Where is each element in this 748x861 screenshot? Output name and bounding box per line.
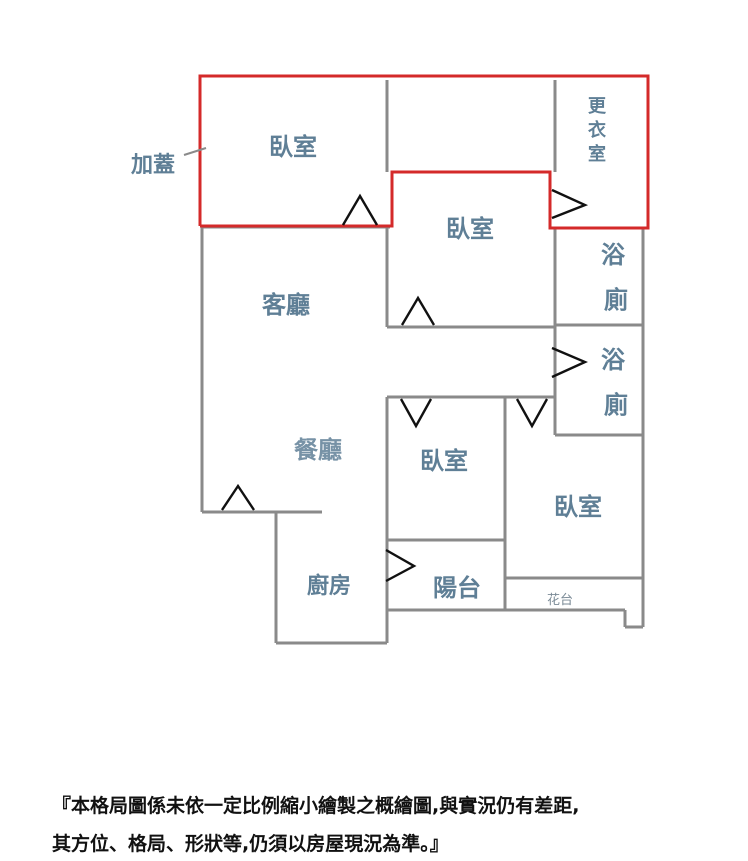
door-right-bedroom — [515, 398, 549, 429]
room-label-living-room: 客廳 — [262, 291, 310, 319]
door-symbols — [221, 188, 589, 583]
door-middle-bedroom — [399, 398, 433, 429]
room-label-dressing-1: 更 — [588, 96, 607, 117]
room-label-bath-2-a: 浴 — [601, 346, 626, 374]
addition-outline — [198, 74, 650, 230]
room-label-planter: 花台 — [547, 592, 573, 608]
addition-label: 加蓋 — [130, 152, 175, 178]
room-label-bath-2-b: 廁 — [604, 391, 628, 419]
room-label-bath-1-b: 廁 — [604, 286, 628, 314]
door-dressing-room — [551, 188, 589, 220]
door-bath-2 — [551, 346, 588, 379]
room-labels: 臥室 臥室 更 衣 室 浴 廁 浴 廁 客廳 餐廳 臥室 臥室 廚房 陽台 花台… — [130, 96, 628, 608]
room-label-bath-1-a: 浴 — [601, 241, 626, 269]
door-top-bedroom — [341, 193, 379, 226]
room-label-balcony: 陽台 — [433, 574, 481, 602]
room-label-dressing-2: 衣 — [588, 119, 606, 141]
room-label-bedroom-right: 臥室 — [554, 493, 602, 521]
disclaimer-line-2: 其方位、格局、形狀等,仍須以房屋現況為準。』 — [52, 833, 449, 855]
room-label-bedroom-top-left: 臥室 — [269, 133, 317, 161]
door-center-bedroom — [400, 295, 436, 326]
disclaimer-line-1: 『本格局圖係未依一定比例縮小繪製之概繪圖,與實況仍有差距, — [52, 795, 580, 817]
door-dining — [221, 483, 255, 511]
room-label-kitchen: 廚房 — [307, 573, 351, 599]
room-label-dining-room: 餐廳 — [294, 436, 342, 464]
walls — [200, 80, 645, 645]
room-label-bedroom-center: 臥室 — [446, 215, 494, 243]
room-label-bedroom-middle: 臥室 — [420, 447, 468, 475]
addition-leader-line — [183, 147, 207, 156]
door-balcony — [385, 548, 417, 583]
room-label-dressing-3: 室 — [588, 143, 606, 165]
